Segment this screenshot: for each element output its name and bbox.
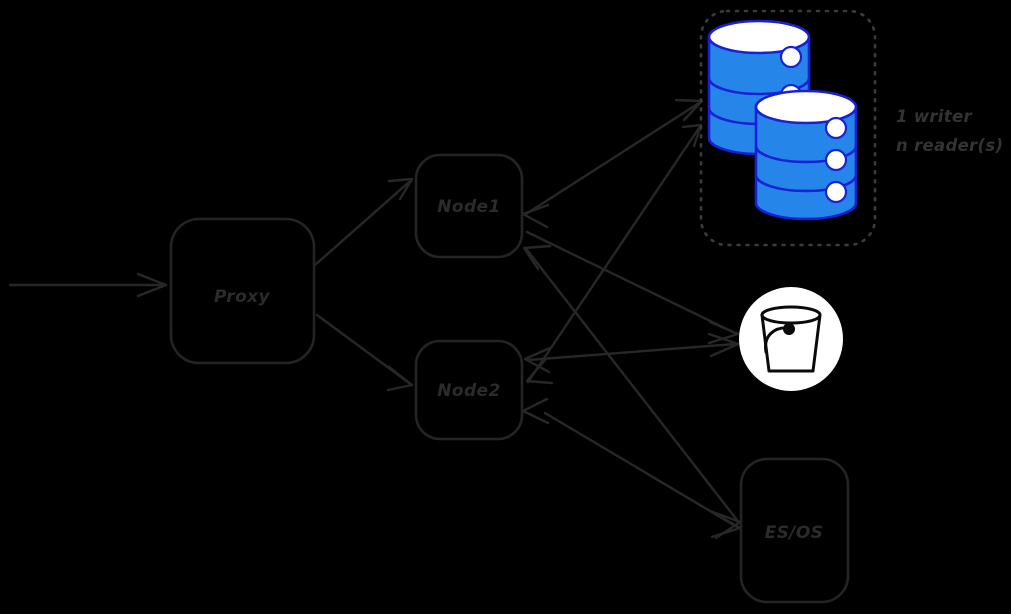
proxy-to-node1-arrow xyxy=(313,177,414,267)
proxy-to-node2-arrow xyxy=(315,313,414,392)
node1-box[interactable] xyxy=(414,153,524,259)
database-group-border xyxy=(699,9,877,247)
search-node[interactable]: ES/OS xyxy=(739,457,850,604)
proxy-label: Proxy xyxy=(214,287,271,307)
node2-database-arrow xyxy=(525,123,703,385)
database-annotation: 1 writer n reader(s) xyxy=(896,107,1003,155)
proxy-node[interactable]: Proxy xyxy=(169,217,316,365)
object-store-node[interactable] xyxy=(739,287,843,391)
node1-label: Node1 xyxy=(437,197,500,217)
node2-label: Node2 xyxy=(437,381,500,401)
database-annotation-line2: n reader(s) xyxy=(896,136,1003,155)
database-cylinder-secondary xyxy=(754,89,858,221)
search-label: ES/OS xyxy=(765,523,824,543)
object-store-circle[interactable] xyxy=(739,287,843,391)
client-request-arrow xyxy=(8,272,168,298)
proxy-box[interactable] xyxy=(169,217,316,365)
bucket-icon xyxy=(760,305,822,373)
node1-search-arrow xyxy=(522,244,742,540)
node2-search-arrow xyxy=(521,397,742,539)
node2-object-store-arrow xyxy=(523,332,740,374)
node1-node[interactable]: Node1 xyxy=(414,153,524,259)
node2-node[interactable]: Node2 xyxy=(414,339,524,441)
database-annotation-line1: 1 writer xyxy=(896,107,972,126)
node1-object-store-arrow xyxy=(525,230,740,345)
database-group[interactable] xyxy=(699,9,877,247)
node2-box[interactable] xyxy=(414,339,524,441)
search-box[interactable] xyxy=(739,457,850,604)
